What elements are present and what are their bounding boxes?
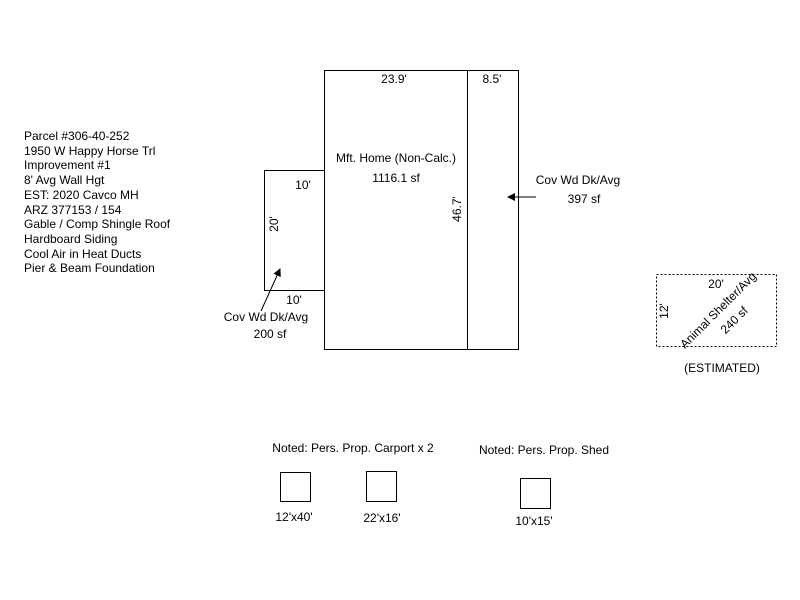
parcel-number: Parcel #306-40-252 xyxy=(24,129,130,143)
shed-note: Noted: Pers. Prop. Shed xyxy=(479,443,609,457)
carport-1-box xyxy=(280,472,311,502)
improvement-number: Improvement #1 xyxy=(24,158,111,173)
carport-2-box xyxy=(366,471,397,502)
parcel-address: 1950 W Happy Horse Trl xyxy=(24,143,156,158)
animal-shelter-estimated-note: (ESTIMATED) xyxy=(684,361,760,375)
shed-box xyxy=(520,478,551,509)
left-deck-outline xyxy=(264,170,325,291)
left-deck-name-label: Cov Wd Dk/Avg xyxy=(224,310,308,324)
left-deck-side-label: 20' xyxy=(267,216,281,232)
animal-shelter-depth-label: 12' xyxy=(657,303,671,319)
side-deck-name-label: Cov Wd Dk/Avg xyxy=(536,173,620,187)
left-deck-bottom-label: 10' xyxy=(286,293,302,307)
siding-type: Hardboard Siding xyxy=(24,231,118,246)
home-width-label: 23.9' xyxy=(381,72,407,86)
cooling-type: Cool Air in Heat Ducts xyxy=(24,246,142,261)
carport-note: Noted: Pers. Prop. Carport x 2 xyxy=(272,441,434,455)
left-deck-pointer xyxy=(260,268,281,312)
foundation-type: Pier & Beam Foundation xyxy=(24,261,155,276)
wall-height: 8' Avg Wall Hgt xyxy=(24,173,105,188)
arz-numbers: ARZ 377153 / 154 xyxy=(24,202,122,217)
side-deck-width-label: 8.5' xyxy=(483,72,502,86)
carport-1-size: 12'x40' xyxy=(275,510,312,524)
carport-2-size: 22'x16' xyxy=(363,511,400,525)
home-depth-label: 46.7' xyxy=(450,196,464,222)
est-year-model: EST: 2020 Cavco MH xyxy=(24,187,139,202)
left-deck-area-label: 200 sf xyxy=(254,327,287,341)
animal-shelter-outline xyxy=(656,274,777,347)
home-outline xyxy=(324,70,468,350)
shed-size: 10'x15' xyxy=(515,514,552,528)
side-deck-area-label: 397 sf xyxy=(568,192,601,206)
home-name-label: Mft. Home (Non-Calc.) xyxy=(336,151,456,165)
parcel-info-list: Parcel #306-40-252 1950 W Happy Horse Tr… xyxy=(24,129,170,276)
side-deck-outline xyxy=(467,70,519,350)
home-area-label: 1116.1 sf xyxy=(372,171,420,185)
roof-type: Gable / Comp Shingle Roof xyxy=(24,217,171,232)
left-deck-top-label: 10' xyxy=(295,178,311,192)
animal-shelter-width-label: 20' xyxy=(708,277,724,291)
